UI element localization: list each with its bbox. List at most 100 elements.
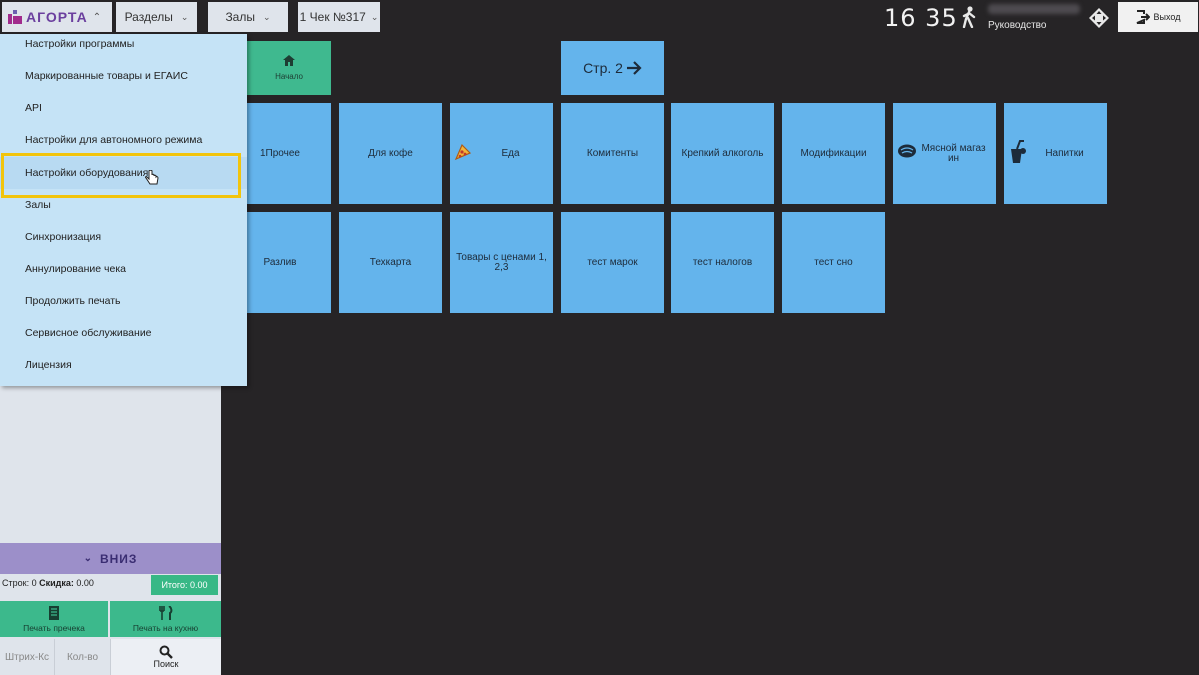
next-page-label: Стр. 2 bbox=[583, 60, 623, 76]
hand-cursor-icon bbox=[145, 169, 159, 191]
walking-person-icon[interactable] bbox=[960, 6, 978, 33]
category-label: 1Прочее bbox=[260, 147, 300, 159]
menu-item-offline-settings[interactable]: Настройки для автономного режима bbox=[0, 124, 247, 156]
scroll-down-button[interactable]: ⌄ ВНИЗ bbox=[0, 543, 221, 574]
category-tile[interactable]: тест марок bbox=[561, 212, 664, 313]
navigation-diamond-icon[interactable] bbox=[1089, 8, 1109, 33]
menu-item-label: Залы bbox=[25, 199, 51, 211]
category-label: тест сно bbox=[814, 256, 853, 268]
category-tile[interactable]: тест налогов bbox=[671, 212, 774, 313]
sections-dropdown[interactable]: Разделы ⌄ bbox=[116, 2, 197, 32]
menu-item-label: Настройки программы bbox=[25, 38, 135, 50]
search-icon bbox=[159, 645, 173, 659]
barcode-field[interactable]: Штрих-Кс bbox=[0, 639, 55, 675]
order-stats: Строк: 0 Скидка: 0.00 bbox=[2, 578, 94, 588]
total-badge: Итого: 0.00 bbox=[151, 575, 218, 595]
receipt-icon bbox=[49, 605, 59, 620]
menu-item-label: Сервисное обслуживание bbox=[25, 327, 152, 339]
exit-button[interactable]: Выход bbox=[1118, 2, 1198, 32]
user-name-redacted bbox=[988, 4, 1080, 14]
highlight-frame bbox=[1, 153, 241, 198]
category-tile[interactable]: Модификации bbox=[782, 103, 885, 204]
drink-icon bbox=[1008, 140, 1028, 167]
category-label: Для кофе bbox=[368, 147, 413, 159]
print-kitchen-button[interactable]: Печать на кухню bbox=[110, 601, 221, 637]
chevron-down-icon: ⌄ bbox=[180, 11, 189, 22]
cutlery-icon bbox=[158, 605, 172, 620]
scroll-down-label: ВНИЗ bbox=[99, 551, 138, 566]
category-label: Еда bbox=[501, 147, 520, 159]
menu-item-continue-print[interactable]: Продолжить печать bbox=[0, 285, 247, 317]
sections-label: Разделы bbox=[124, 10, 173, 24]
category-tile[interactable]: Мясной магаз ин bbox=[893, 103, 996, 204]
menu-item-halls[interactable]: Залы bbox=[0, 189, 247, 221]
menu-item-marked-goods[interactable]: Маркированные товары и ЕГАИС bbox=[0, 60, 247, 92]
menu-item-api[interactable]: API bbox=[0, 92, 247, 124]
category-tile[interactable]: Техкарта bbox=[339, 212, 442, 313]
brand-menu-button[interactable]: АГОРТА ⌃ bbox=[2, 2, 112, 32]
clock: 16 35 bbox=[884, 4, 958, 32]
meat-icon bbox=[897, 143, 917, 162]
category-label: тест марок bbox=[587, 256, 638, 268]
menu-item-equipment-settings[interactable]: Настройки оборудования bbox=[0, 157, 247, 189]
category-tile[interactable]: Еда bbox=[450, 103, 553, 204]
menu-item-label: API bbox=[25, 102, 42, 114]
menu-item-label: Лицензия bbox=[25, 359, 72, 371]
logout-icon bbox=[1136, 10, 1150, 24]
brand-logo-icon bbox=[8, 10, 22, 24]
search-button[interactable]: Поиск bbox=[111, 639, 221, 675]
rows-count: Строк: 0 bbox=[2, 578, 37, 588]
halls-dropdown[interactable]: Залы ⌄ bbox=[208, 2, 288, 32]
category-label: Модификации bbox=[800, 147, 867, 159]
category-label: Крепкий алкоголь bbox=[681, 147, 764, 159]
category-tile[interactable]: Напитки bbox=[1004, 103, 1107, 204]
check-label: 1 Чек №317 bbox=[299, 10, 366, 24]
category-tile[interactable]: тест сно bbox=[782, 212, 885, 313]
category-tile[interactable]: Крепкий алкоголь bbox=[671, 103, 774, 204]
arrow-right-icon bbox=[626, 61, 642, 75]
pizza-icon bbox=[454, 143, 472, 164]
quantity-field[interactable]: Кол-во bbox=[55, 639, 111, 675]
category-label: Товары с ценами 1, 2,3 bbox=[456, 251, 547, 273]
user-info[interactable]: Руководство bbox=[988, 2, 1098, 32]
menu-item-label: Настройки для автономного режима bbox=[25, 134, 203, 146]
chevron-up-icon: ⌃ bbox=[92, 11, 102, 23]
barcode-label: Штрих-Кс bbox=[4, 651, 50, 663]
menu-item-cancel-check[interactable]: Аннулирование чека bbox=[0, 253, 247, 285]
chevron-down-icon: ⌄ bbox=[263, 11, 271, 22]
menu-item-license[interactable]: Лицензия bbox=[0, 349, 247, 381]
home-button[interactable]: Начало bbox=[247, 41, 331, 95]
home-icon bbox=[283, 55, 295, 66]
brand-name: АГОРТА bbox=[26, 9, 88, 25]
menu-item-service[interactable]: Сервисное обслуживание bbox=[0, 317, 247, 349]
category-label: Разлив bbox=[263, 256, 297, 268]
category-label: тест налогов bbox=[692, 256, 753, 268]
print-precheck-label: Печать пречека bbox=[23, 622, 85, 633]
chevron-down-icon: ⌄ bbox=[83, 553, 93, 564]
search-label: Поиск bbox=[153, 659, 179, 669]
category-tile[interactable]: Товары с ценами 1, 2,3 bbox=[450, 212, 553, 313]
menu-item-sync[interactable]: Синхронизация bbox=[0, 221, 247, 253]
print-precheck-button[interactable]: Печать пречека bbox=[0, 601, 108, 637]
print-kitchen-label: Печать на кухню bbox=[132, 622, 199, 633]
check-dropdown[interactable]: 1 Чек №317 ⌄ bbox=[298, 2, 380, 32]
next-page-button[interactable]: Стр. 2 bbox=[561, 41, 664, 95]
category-label: Комитенты bbox=[586, 147, 639, 159]
menu-item-label: Продолжить печать bbox=[25, 295, 121, 307]
menu-item-label: Аннулирование чека bbox=[25, 263, 126, 275]
brand-dropdown-menu: Настройки программы Маркированные товары… bbox=[0, 34, 247, 386]
home-label: Начало bbox=[275, 72, 303, 81]
category-tile[interactable]: Для кофе bbox=[339, 103, 442, 204]
quantity-label: Кол-во bbox=[66, 651, 99, 663]
top-bar: АГОРТА ⌃ Разделы ⌄ Залы ⌄ 1 Чек №317 ⌄ 1… bbox=[0, 0, 1199, 34]
exit-label: Выход bbox=[1153, 12, 1181, 22]
discount-value: 0.00 bbox=[76, 578, 94, 588]
category-tile[interactable]: Комитенты bbox=[561, 103, 664, 204]
menu-item-label: Маркированные товары и ЕГАИС bbox=[25, 70, 188, 82]
user-role: Руководство bbox=[988, 20, 1047, 31]
menu-item-program-settings[interactable]: Настройки программы bbox=[0, 28, 247, 60]
category-label: Напитки bbox=[1045, 147, 1084, 159]
halls-label: Залы bbox=[225, 10, 255, 24]
menu-item-label: Настройки оборудования bbox=[25, 167, 149, 179]
category-label: Мясной магаз ин bbox=[921, 142, 986, 164]
